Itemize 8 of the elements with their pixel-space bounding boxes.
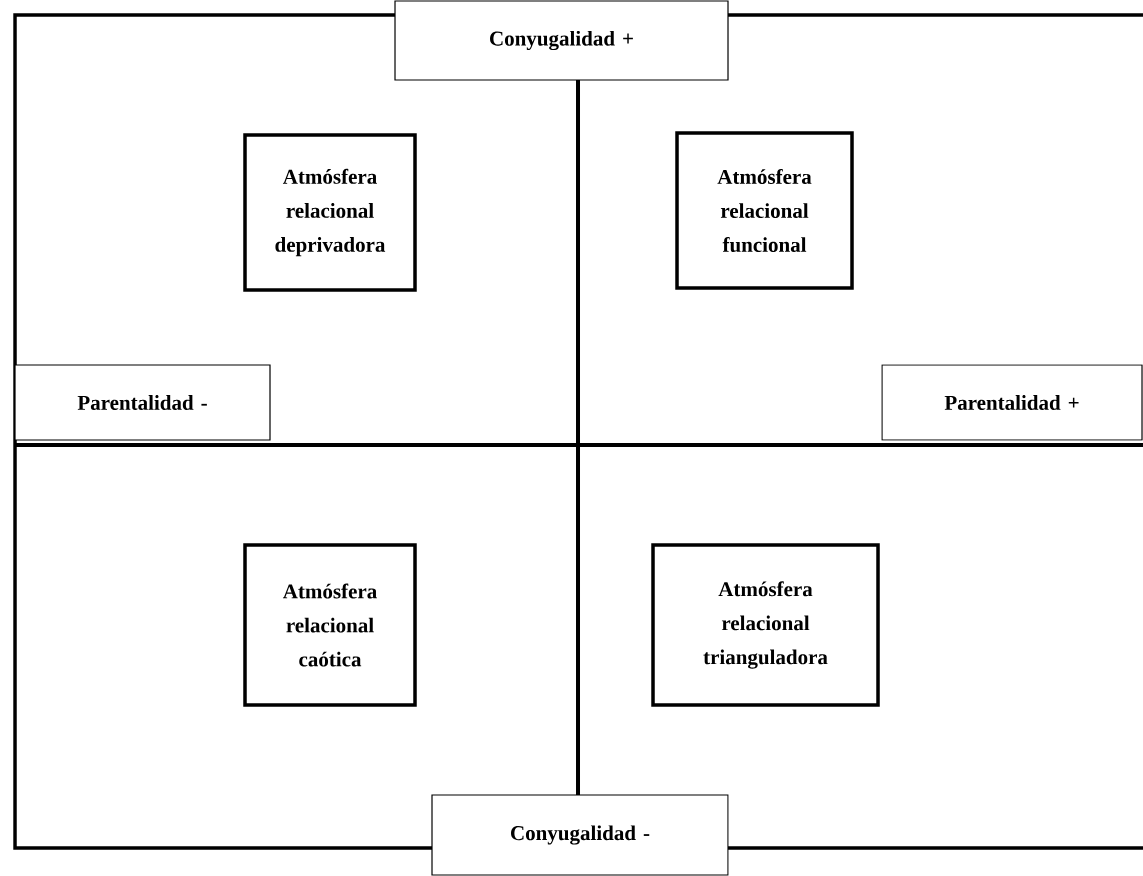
- axis-label-box: Parentalidad +: [881, 364, 1143, 441]
- quadrant-box: Atmósfera relacional funcional: [675, 131, 854, 290]
- axis-label-box: Conyugalidad +: [394, 0, 729, 81]
- axis-label-box: Parentalidad -: [14, 364, 271, 441]
- quadrant-box: Atmósfera relacional deprivadora: [243, 133, 417, 292]
- axis-label-box: Conyugalidad -: [431, 794, 729, 876]
- quadrant-box: Atmósfera relacional trianguladora: [651, 543, 880, 707]
- quadrant-box: Atmósfera relacional caótica: [243, 543, 417, 707]
